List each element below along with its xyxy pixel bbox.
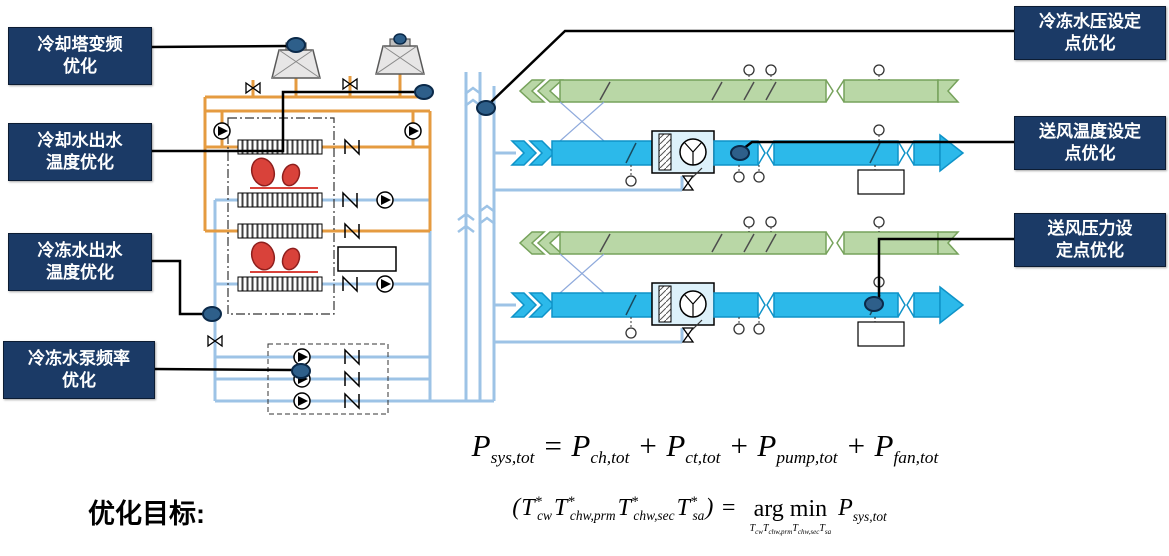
marker-condenser-water-temp <box>414 84 434 100</box>
eq2-result-psys: Psys,tot <box>838 494 887 524</box>
buffer-tank <box>337 246 397 272</box>
callout-chilled-water-pump-freq: 冷冻水泵频率 优化 <box>3 341 155 399</box>
eq1-term-pch: Pch,tot <box>571 428 630 468</box>
eq1-plus: + <box>845 428 867 463</box>
cooling-tower-2 <box>375 33 425 75</box>
callout-supply-air-temp-setpoint: 送风温度设定 点优化 <box>1014 116 1166 170</box>
optimization-markers <box>202 37 884 379</box>
marker-supply-air-temp <box>730 145 750 161</box>
eq1-plus: + <box>728 428 750 463</box>
callout-supply-air-pressure-setpoint: 送风压力设 定点优化 <box>1014 213 1166 267</box>
chilled-water-pipes <box>213 72 684 403</box>
marker-supply-air-pressure <box>864 296 884 312</box>
heat-exchanger-bar <box>237 223 323 239</box>
eq1-term-ppump: Ppump,tot <box>757 428 838 468</box>
heat-exchanger-bar <box>237 276 323 292</box>
eq2-equals: = <box>720 494 737 521</box>
tower2-fan-motor <box>393 33 407 45</box>
marker-chilled-water-temp <box>202 306 222 322</box>
eq1-term-pct: Pct,tot <box>666 428 721 468</box>
callout-chilled-water-outlet-temp: 冷冻水出水 温度优化 <box>8 233 152 291</box>
secondary-pump-group <box>267 343 389 415</box>
chiller-group <box>227 117 335 315</box>
callout-chw-pressure-setpoint: 冷冻水压设定 点优化 <box>1014 6 1166 60</box>
eq2-open-paren: ( <box>512 494 521 521</box>
eq1-term-pfan: Pfan,tot <box>874 428 939 468</box>
eq1-equals: = <box>542 428 564 463</box>
marker-pump-frequency <box>291 363 311 379</box>
ahu-system-bottom <box>512 217 963 346</box>
ahu-system-top <box>512 65 963 194</box>
callout-condenser-water-outlet-temp: 冷却水出水 温度优化 <box>8 123 152 181</box>
marker-cooling-tower-vfd <box>286 37 306 53</box>
check-valves <box>342 139 360 409</box>
equation-total-power: Psys,tot=Pch,tot+Pct,tot+Ppump,tot+Pfan,… <box>410 428 1000 468</box>
objective-label: 优化目标: <box>88 499 205 529</box>
eq2-close-paren: ) <box>705 494 714 521</box>
callout-cooling-tower-vfd: 冷却塔变频 优化 <box>8 27 152 85</box>
callout-connectors <box>149 29 1014 372</box>
heat-exchanger-bar <box>237 192 323 208</box>
compressor <box>250 241 318 273</box>
eq1-plus: + <box>637 428 659 463</box>
eq2-term-tchwprm: T*chw,prm <box>554 493 616 524</box>
marker-chw-pressure-setpoint <box>476 100 496 116</box>
eq2-term-tcw: T*cw <box>521 493 553 524</box>
eq2-term-tsa: T*sa <box>676 493 705 524</box>
eq1-term-psys: Psys,tot <box>471 428 535 468</box>
eq2-term-tchwsec: T*chw,sec <box>617 493 675 524</box>
compressor <box>250 157 318 189</box>
